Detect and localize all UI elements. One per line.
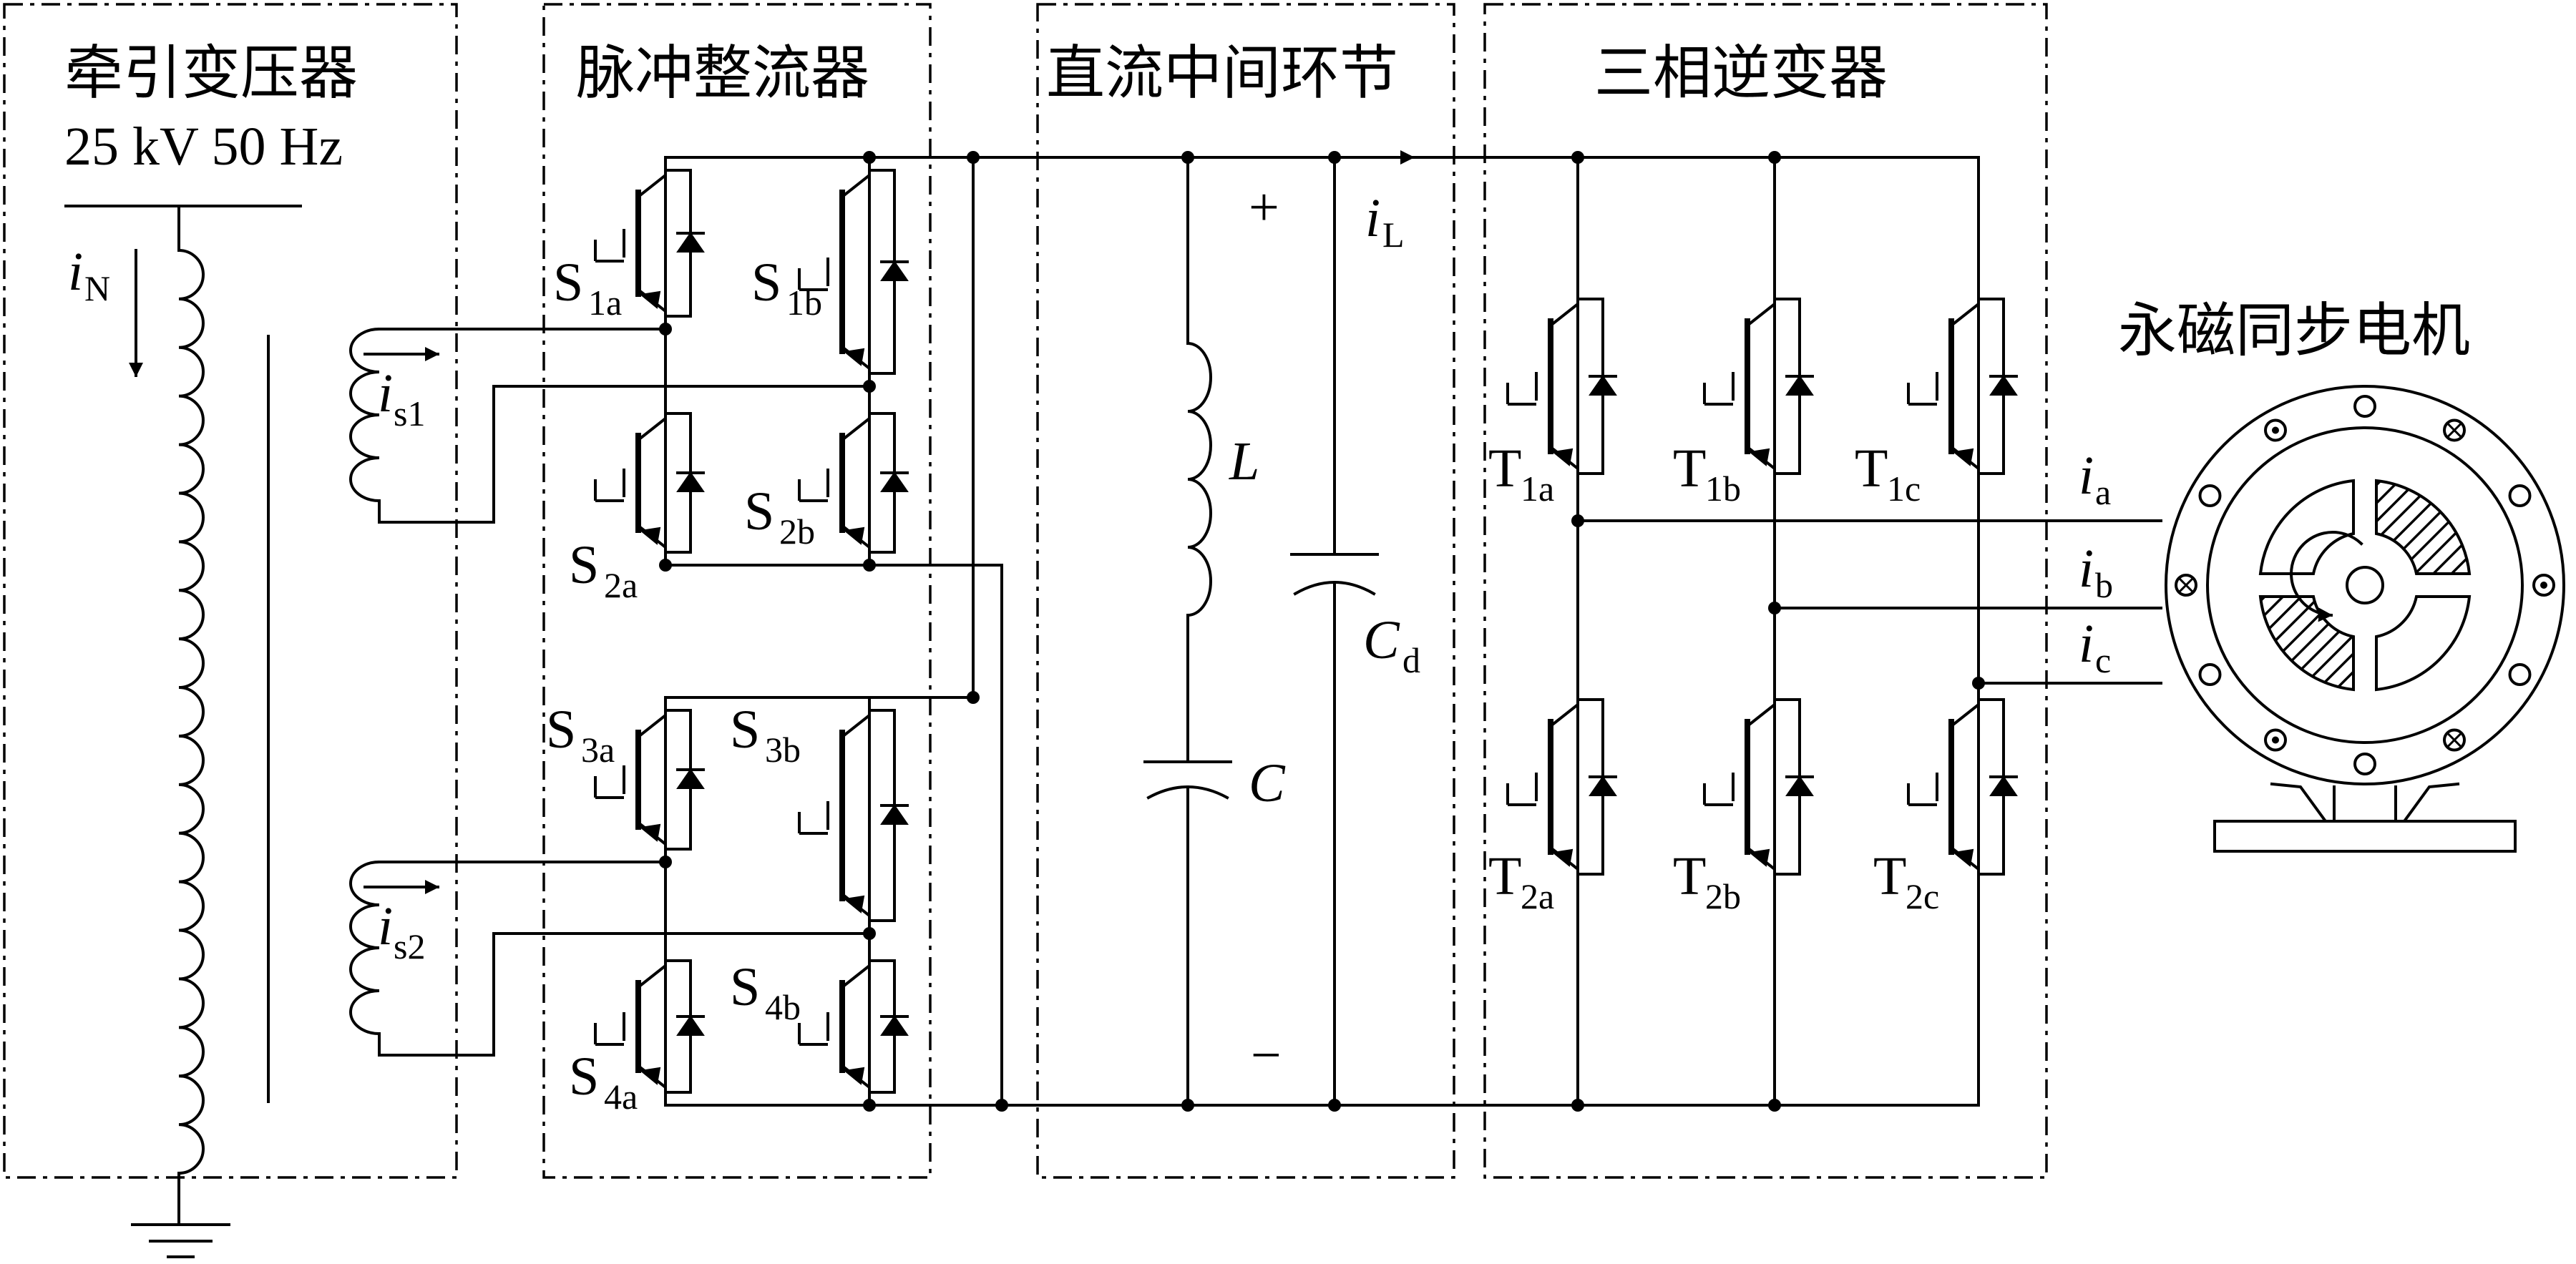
label-s2a: S xyxy=(569,535,599,595)
inverter-igbts xyxy=(1506,286,2018,887)
load-current-subscript: L xyxy=(1382,215,1405,255)
primary-current-symbol: i xyxy=(68,242,83,302)
label-s2b: S xyxy=(744,481,774,542)
svg-text:1a: 1a xyxy=(588,283,622,323)
phase-a-current-subscript: a xyxy=(2095,472,2111,512)
label-s3a: S xyxy=(546,700,576,760)
capacitor-cd-symbol: C xyxy=(1363,610,1400,670)
label-t1a: T xyxy=(1488,439,1521,499)
transformer-rating: 25 kV 50 Hz xyxy=(64,117,343,177)
phase-a-current-symbol: i xyxy=(2079,446,2094,506)
igbt-t1a xyxy=(1506,286,1617,486)
secondary-current-1-subscript: s1 xyxy=(394,393,425,433)
label-s3b: S xyxy=(730,700,760,760)
secondary-current-2-subscript: s2 xyxy=(394,926,425,966)
label-t2b: T xyxy=(1673,846,1706,906)
svg-text:2b: 2b xyxy=(779,511,815,552)
dc-link-block xyxy=(1036,3,1455,1179)
svg-text:2c: 2c xyxy=(1906,876,1939,916)
label-t1c: T xyxy=(1855,439,1888,499)
svg-text:1b: 1b xyxy=(786,283,822,323)
label-t2a: T xyxy=(1488,846,1521,906)
dc-link-title: 直流中间环节 xyxy=(1046,39,1398,107)
secondary-winding-1 xyxy=(349,327,871,524)
igbt-t2b xyxy=(1703,687,1814,887)
rectifier-igbts xyxy=(594,157,909,1105)
igbt-s2a xyxy=(594,401,705,565)
phase-c-current-subscript: c xyxy=(2095,640,2111,680)
primary-current-subscript: N xyxy=(84,268,110,308)
rectifier-wiring xyxy=(664,150,1980,1107)
inductor-label: L xyxy=(1229,431,1259,491)
igbt-s4b xyxy=(798,948,909,1105)
svg-text:1c: 1c xyxy=(1887,469,1921,509)
label-t1b: T xyxy=(1673,439,1706,499)
label-t2c: T xyxy=(1873,846,1906,906)
minus-sign: − xyxy=(1251,1025,1282,1085)
capacitor-cd-subscript: d xyxy=(1402,640,1420,680)
igbt-s3a xyxy=(594,697,705,862)
secondary-winding-2 xyxy=(349,860,871,1057)
plus-sign: + xyxy=(1249,177,1279,237)
igbt-s1b xyxy=(798,157,909,386)
igbt-s2b xyxy=(798,401,909,565)
inverter-block xyxy=(1483,3,2048,1179)
rectifier-labels: S 1a S 1b S 2a S 2b S 3a S 3b S 4a S 4b xyxy=(546,253,822,1117)
label-s4a: S xyxy=(569,1047,599,1107)
phase-b-current-subscript: b xyxy=(2095,565,2113,605)
svg-text:1a: 1a xyxy=(1521,469,1554,509)
igbt-s3b xyxy=(798,697,909,934)
load-current-symbol: i xyxy=(1365,188,1380,248)
transformer-block xyxy=(3,3,458,1179)
igbt-s1a xyxy=(594,157,705,329)
secondary-current-1-symbol: i xyxy=(378,363,393,423)
igbt-t2a xyxy=(1506,687,1617,887)
label-s1a: S xyxy=(553,253,583,313)
inverter-wiring xyxy=(1576,156,2162,1107)
svg-text:2a: 2a xyxy=(1521,876,1554,916)
svg-text:1b: 1b xyxy=(1705,469,1741,509)
secondary-current-2-symbol: i xyxy=(378,896,393,956)
capacitor-c-label: C xyxy=(1249,753,1286,813)
inverter-labels: T 1a T 1b T 1c T 2a T 2b T 2c xyxy=(1488,439,1939,916)
rectifier-block xyxy=(542,3,932,1179)
igbt-s4a xyxy=(594,948,705,1105)
phase-b-current-symbol: i xyxy=(2079,539,2094,599)
pmsm-title: 永磁同步电机 xyxy=(2118,297,2470,365)
svg-text:2a: 2a xyxy=(604,565,638,605)
rectifier-title: 脉冲整流器 xyxy=(576,39,869,107)
svg-text:2b: 2b xyxy=(1705,876,1741,916)
igbt-t1c xyxy=(1907,286,2018,486)
inverter-title: 三相逆变器 xyxy=(1594,39,1888,107)
svg-text:3a: 3a xyxy=(581,730,615,770)
svg-text:4a: 4a xyxy=(604,1077,638,1117)
label-s1b: S xyxy=(751,253,781,313)
svg-text:4b: 4b xyxy=(765,987,801,1027)
wire-junctions xyxy=(659,151,1985,1112)
igbt-t2c xyxy=(1907,687,2018,887)
svg-text:3b: 3b xyxy=(765,730,801,770)
igbt-t1b xyxy=(1703,286,1814,486)
traction-transformer xyxy=(64,205,302,1258)
transformer-title: 牵引变压器 xyxy=(64,39,358,107)
pmsm-motor xyxy=(2165,385,2565,853)
dc-link-components xyxy=(1143,156,1379,1107)
label-s4b: S xyxy=(730,957,760,1017)
phase-c-current-symbol: i xyxy=(2079,614,2094,674)
